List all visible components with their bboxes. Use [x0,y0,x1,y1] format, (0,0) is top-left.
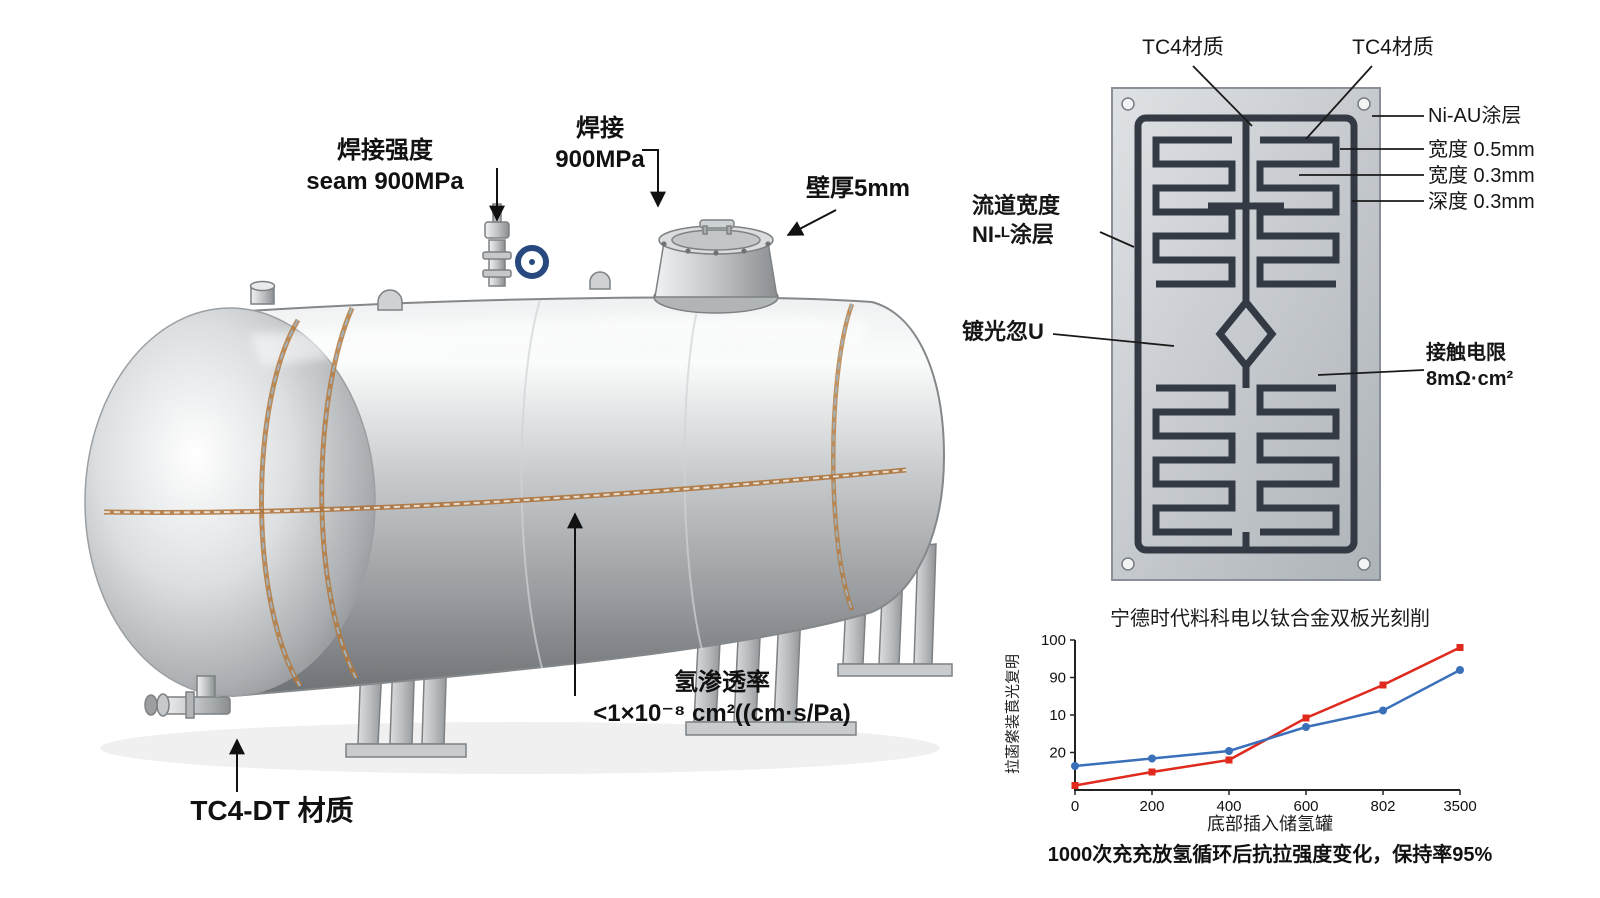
wall-thickness-label: 壁厚5mm [805,175,911,202]
plate-channel-label: 流道宽度 NI-ᴸ涂层 [972,192,1102,249]
y-tick-label: 20 [1049,745,1066,762]
y-tick-label: 10 [1049,707,1066,724]
leader-weld [642,149,666,208]
chart-title: 宁德时代料科电以钛合金双板光刻削 [1110,608,1430,630]
x-tick-label: 802 [1370,798,1395,815]
weld-label: 焊接 900MPa [540,114,660,175]
series-blue-line [1074,668,1461,768]
series-blue-marker [1225,747,1233,755]
plate-tc4-left-label: TC4材质 [1142,36,1224,59]
series-blue-marker [1302,723,1310,731]
weld-seams [103,303,907,688]
plate-width-05-label: 宽度 0.5mm [1428,139,1535,161]
leader-wall-thickness [786,209,837,236]
plate-contact-line2: 8mΩ·cm² [1426,368,1514,390]
material-label: TC4-DT 材质 [190,795,354,826]
leader-channel [1099,231,1135,248]
y-tick-label: 100 [1041,632,1066,649]
plate-channel-line1: 流道宽度 [972,193,1061,218]
series-blue-marker [1379,706,1387,715]
x-tick-label: 400 [1216,798,1241,815]
leader-tc4-right [1305,65,1373,140]
weld-line2: 900MPa [555,145,645,173]
series-blue-marker [1456,666,1464,674]
plate-channel-line2: NI-ᴸ涂层 [972,221,1054,247]
plate-width-03-label: 宽度 0.3mm [1428,165,1535,187]
weld-strength-line2: seam 900MPa [306,167,464,195]
y-tick-label: 90 [1049,670,1066,687]
leader-plating [1052,333,1175,347]
x-tick-label: 3500 [1443,798,1476,815]
leader-contact [1317,369,1425,376]
weld-strength-line1: 焊接强度 [337,137,433,164]
manhole [653,219,779,314]
series-red-line [1074,646,1461,787]
series-red-marker [1071,782,1079,789]
series-red-marker [1302,714,1310,722]
series-red-marker [1456,644,1464,651]
permeability-label: 氢渗透率 <1×10⁻⁸ cm²((cm·s/Pa) [552,668,892,729]
flow-channels [1134,114,1358,554]
plate-plating-label: 镀光忽U [962,319,1044,344]
tank-body [84,296,946,698]
plate-contact-label: 接触电限 8mΩ·cm² [1426,340,1586,392]
chart-x-axis-label: 底部插入储氢罐 [1207,814,1333,834]
lifting-lug-2 [589,271,611,290]
valve-handwheel [515,245,549,279]
weld-line1: 焊接 [576,115,624,142]
drain-valve [144,675,231,719]
bipolar-plate [1111,87,1381,581]
x-tick-label: 0 [1071,798,1079,815]
x-tick-label: 600 [1293,798,1318,815]
permeability-line2: <1×10⁻⁸ cm²((cm·s/Pa) [593,699,851,727]
plate-contact-line1: 接触电限 [1426,342,1506,364]
nozzle [249,280,276,305]
series-red-marker [1379,681,1387,689]
plate-depth-03-label: 深度 0.3mm [1428,191,1535,213]
plate-tc4-right-label: TC4材质 [1352,36,1434,59]
chart-axes [1074,640,1460,791]
plate-leader-lines [1052,65,1425,376]
series-blue-marker [1148,754,1156,763]
weld-strength-label: 焊接强度 seam 900MPa [285,136,485,197]
series-red-marker [1225,756,1233,764]
series-blue-marker [1071,762,1079,770]
plate-ni-au-label: Ni-AU涂层 [1428,105,1522,127]
permeability-line1: 氢渗透率 [674,669,770,696]
chart-caption: 1000次充充放氢循环后抗拉强度变化，保持率95% [1047,844,1493,866]
tank-fittings [144,203,779,719]
leader-tc4-left [1192,65,1253,127]
tank-leader-lines [229,149,837,792]
valve [482,203,549,287]
lifting-lug [377,289,403,311]
series-red-marker [1148,768,1156,776]
x-tick-label: 200 [1139,798,1164,815]
